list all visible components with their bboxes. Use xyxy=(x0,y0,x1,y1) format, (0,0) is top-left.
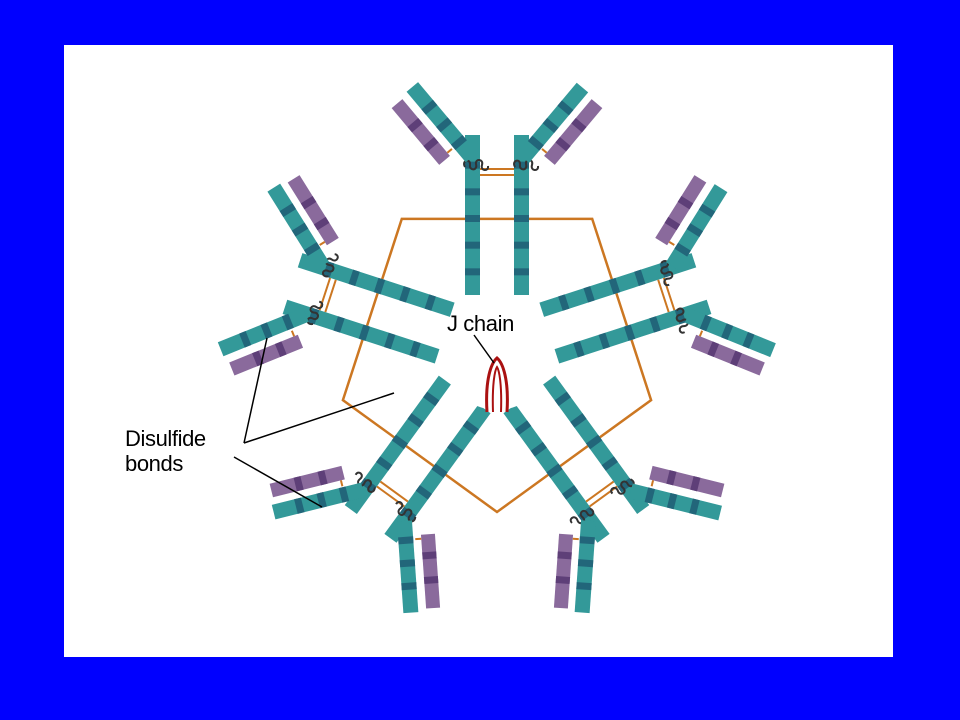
heavy-chain-stem xyxy=(465,135,480,295)
hinge-region xyxy=(322,253,339,278)
heavy-chain-stem xyxy=(503,404,610,543)
monomer-5 xyxy=(217,175,455,376)
monomer-1 xyxy=(391,82,603,295)
heavy-chain-fab xyxy=(665,184,728,271)
heavy-heavy-disulfide xyxy=(379,480,409,503)
j-chain-label: J chain xyxy=(447,311,514,336)
heavy-chain-stem xyxy=(543,375,650,514)
diagram-panel: J chain Disulfide bonds xyxy=(64,45,893,657)
fab-arm-right xyxy=(267,175,339,270)
heavy-light-disulfide xyxy=(668,241,675,246)
heavy-chain-fab xyxy=(396,520,419,614)
light-chain xyxy=(287,175,339,246)
heavy-light-disulfide xyxy=(541,148,548,154)
disulfide-pointer xyxy=(233,456,323,508)
light-chain xyxy=(420,533,441,609)
disulfide-label-line2: bonds xyxy=(125,451,183,476)
monomer-3 xyxy=(503,375,725,614)
j-chain-pointer xyxy=(473,334,495,364)
hinge-region xyxy=(463,159,490,171)
heavy-light-disulfide xyxy=(446,148,453,154)
heavy-light-disulfide xyxy=(650,480,655,487)
hinge-region xyxy=(306,300,324,325)
heavy-light-disulfide xyxy=(290,330,296,337)
heavy-chain-fab xyxy=(684,308,776,358)
heavy-chain-stem xyxy=(282,299,440,364)
fab-arm-right xyxy=(517,82,603,165)
hinge-region xyxy=(569,507,595,525)
fab-arm-left xyxy=(396,520,441,614)
light-chain xyxy=(649,465,725,498)
pentamer-diagram xyxy=(217,82,776,614)
hinge-region xyxy=(395,501,417,523)
fab-arm-left xyxy=(629,465,725,521)
heavy-chain-fab xyxy=(267,183,329,270)
fab-arm-left xyxy=(391,82,478,165)
hinge-region xyxy=(354,471,376,493)
light-chain xyxy=(391,99,450,165)
hinge-region xyxy=(610,478,635,495)
interchain-disulfide-ring xyxy=(341,217,653,514)
hinge-region xyxy=(513,159,540,171)
fab-arm-right xyxy=(684,308,776,376)
heavy-chain-fab xyxy=(217,307,309,357)
disulfide-label-line1: Disulfide xyxy=(125,426,206,451)
light-chain xyxy=(269,465,345,498)
disulfide-pointer xyxy=(243,392,395,444)
heavy-chain-stem xyxy=(514,135,529,295)
fab-arm-right xyxy=(553,520,597,614)
hinge-region xyxy=(660,260,674,287)
light-chain xyxy=(544,99,603,165)
heavy-chain-stem xyxy=(554,299,712,364)
fab-arm-left xyxy=(655,175,728,271)
light-chain xyxy=(553,533,574,609)
light-chain xyxy=(690,334,765,376)
heavy-light-disulfide xyxy=(339,480,344,487)
light-chain xyxy=(229,334,304,376)
heavy-chain-fab xyxy=(517,82,589,163)
hinge-region xyxy=(675,307,689,334)
heavy-heavy-disulfide xyxy=(324,279,337,313)
j-chain-inner xyxy=(491,365,503,413)
heavy-chain-fab xyxy=(574,520,597,614)
j-chain xyxy=(485,356,509,413)
disulfide-pointer xyxy=(243,337,268,444)
monomer-2 xyxy=(539,175,776,376)
heavy-light-disulfide xyxy=(319,241,326,246)
fab-arm-right xyxy=(269,465,365,520)
heavy-chain-fab xyxy=(629,483,722,521)
heavy-chain-fab xyxy=(406,82,478,163)
heavy-chain-stem xyxy=(539,253,697,317)
fab-arm-left xyxy=(217,307,309,376)
heavy-chain-fab xyxy=(271,482,365,520)
light-chain xyxy=(655,175,707,246)
monomer-4 xyxy=(269,375,491,614)
heavy-heavy-disulfide xyxy=(585,480,615,503)
heavy-heavy-disulfide xyxy=(657,279,670,313)
heavy-light-disulfide xyxy=(698,330,704,337)
heavy-chain-stem xyxy=(384,404,491,543)
